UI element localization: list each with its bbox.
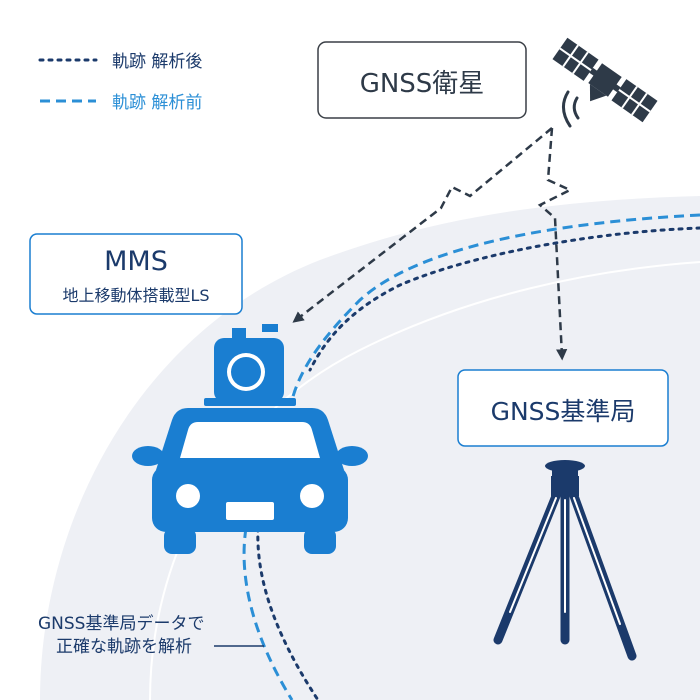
- satellite-label-box: [317, 41, 527, 119]
- signal-line-to-mms: [292, 127, 553, 323]
- satellite-icon: [552, 37, 658, 123]
- road: [40, 196, 700, 700]
- signal-waves-icon: [562, 90, 580, 128]
- car-icon: [132, 408, 368, 554]
- note: GNSS基準局データで 正確な軌跡を解析: [38, 613, 264, 657]
- base-station-label: GNSS基準局: [491, 397, 636, 426]
- legend-before-label: 軌跡 解析前: [112, 93, 202, 113]
- tripod-icon: [493, 476, 637, 661]
- mms-subtitle: 地上移動体搭載型LS: [62, 286, 209, 305]
- gnss-antenna-icon: [545, 460, 585, 476]
- satellite-label: GNSS衛星: [360, 69, 485, 99]
- trajectory-before-lower: [242, 527, 294, 700]
- signal-line-to-base: [537, 127, 573, 361]
- mms-label-box: [29, 233, 243, 315]
- mms-title: MMS: [104, 246, 168, 277]
- road-inner-edge: [149, 261, 700, 700]
- note-line-2: 正確な軌跡を解析: [56, 637, 192, 657]
- legend-after-label: 軌跡 解析後: [112, 52, 202, 72]
- trajectory-after: [308, 226, 700, 372]
- note-line-1: GNSS基準局データで: [38, 613, 204, 634]
- laser-scanner-icon: [204, 324, 296, 406]
- signal-lines: [292, 127, 573, 361]
- legend: 軌跡 解析後 軌跡 解析前: [38, 52, 202, 113]
- base-station-label-box: [457, 369, 669, 447]
- trajectory-before: [290, 213, 700, 401]
- trajectory-after-lower: [256, 526, 320, 700]
